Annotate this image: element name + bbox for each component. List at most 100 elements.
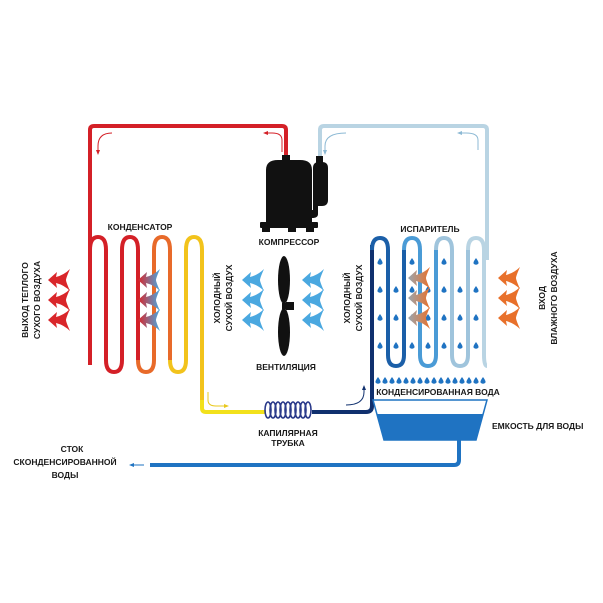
flow-arrow-icon: [263, 131, 268, 135]
evaporator-label: ИСПАРИТЕЛЬ: [400, 224, 459, 234]
flow-arrow-icon: [97, 132, 113, 152]
humid-air-arrow-icon: [408, 267, 430, 289]
fan-icon: [278, 256, 294, 356]
hot-discharge-pipe: [88, 124, 288, 365]
warm-out-label-line1: ВЫХОД ТЕПЛОГО: [20, 262, 30, 338]
drain-label-line1: СТОК: [61, 444, 85, 454]
water-drop-icon: [459, 377, 465, 384]
warm-air-arrow-icon: [48, 269, 70, 291]
capillary-label-line2: ТРУБКА: [271, 438, 304, 448]
coil-icon: [264, 401, 312, 419]
drain-pipe: [150, 440, 461, 467]
compressor-icon: [260, 155, 328, 232]
drain-label-line2: СКОНДЕНСИРОВАННОЙ: [13, 456, 116, 467]
water-drop-icon: [480, 377, 486, 384]
water-drop-icon: [445, 377, 451, 384]
water-drop-icon: [473, 286, 479, 293]
flow-arrow-icon: [207, 392, 226, 407]
flow-arrow-icon: [362, 385, 366, 390]
water-drop-icon: [377, 342, 383, 349]
water-drop-icon: [473, 258, 479, 265]
water-tank-icon: [372, 399, 488, 441]
condenser-coil: [88, 234, 204, 405]
cold-air-arrow-icon: [242, 269, 264, 291]
water-drop-icon: [382, 377, 388, 384]
water-drop-icon: [409, 286, 415, 293]
water-drop-icon: [457, 286, 463, 293]
water-drop-icon: [473, 342, 479, 349]
cold-dry-left-label-line2: СУХОЙ ВОЗДУХ: [223, 264, 234, 331]
airflow-arrows: [48, 267, 520, 331]
cold-air-arrow-icon: [302, 309, 324, 331]
water-drop-icon: [457, 342, 463, 349]
water-drop-icon: [417, 377, 423, 384]
water-drop-icon: [473, 314, 479, 321]
condenser-label: КОНДЕНСАТОР: [108, 222, 173, 232]
water-drop-icon: [409, 342, 415, 349]
water-drop-icon: [425, 314, 431, 321]
humid-air-arrow-icon: [498, 307, 520, 329]
humid-air-arrow-icon: [408, 287, 430, 309]
water-drop-icon: [393, 286, 399, 293]
water-drop-icon: [375, 377, 381, 384]
cold-dry-right-label-line2: СУХОЙ ВОЗДУХ: [353, 264, 364, 331]
cold-air-arrow-icon: [302, 269, 324, 291]
mixed-air-arrow-icon: [138, 309, 160, 331]
capillary-label-line1: КАПИЛЯРНАЯ: [258, 428, 318, 438]
humid-in-label-line1: ВХОД: [537, 286, 547, 310]
drain-label-line3: ВОДЫ: [52, 470, 79, 480]
humid-air-arrow-icon: [498, 287, 520, 309]
water-drop-icon: [410, 377, 416, 384]
fan-label: ВЕНТИЛЯЦИЯ: [256, 362, 316, 372]
water-drop-icon: [377, 286, 383, 293]
flow-arrow-icon: [224, 404, 229, 408]
water-drop-icon: [431, 377, 437, 384]
flow-arrow-icon: [96, 150, 100, 155]
flow-arrow-icon: [457, 131, 462, 135]
water-drop-icon: [424, 377, 430, 384]
water-drop-icon: [473, 377, 479, 384]
flow-arrow-icon: [324, 132, 347, 152]
mixed-air-arrow-icon: [138, 269, 160, 291]
water-drop-icon: [393, 314, 399, 321]
water-drop-icon: [396, 377, 402, 384]
mixed-air-arrow-icon: [138, 289, 160, 311]
water-drop-icon: [389, 377, 395, 384]
water-drop-icon: [403, 377, 409, 384]
suction-pipe: [318, 124, 489, 260]
evaporator-coil: [370, 235, 488, 369]
cold-air-arrow-icon: [242, 309, 264, 331]
compressor-label: КОМПРЕССОР: [259, 237, 320, 247]
cold-dry-right-label-line1: ХОЛОДНЫЙ: [341, 273, 352, 324]
water-drop-icon: [457, 314, 463, 321]
warm-air-arrow-icon: [48, 289, 70, 311]
cold-air-arrow-icon: [242, 289, 264, 311]
drain-arrow-icon: [129, 463, 134, 467]
water-drop-icon: [441, 286, 447, 293]
warm-air-arrow-icon: [48, 309, 70, 331]
cold-air-arrow-icon: [302, 289, 324, 311]
water-drop-icon: [377, 314, 383, 321]
water-drop-icon: [441, 342, 447, 349]
water-tank-label: ЕМКОСТЬ ДЛЯ ВОДЫ: [492, 421, 583, 431]
water-drop-icon: [441, 314, 447, 321]
cold-dry-left-label-line1: ХОЛОДНЫЙ: [211, 273, 222, 324]
water-drop-icon: [438, 377, 444, 384]
water-drop-icon: [377, 258, 383, 265]
water-drop-icon: [393, 342, 399, 349]
humid-air-arrow-icon: [498, 267, 520, 289]
flow-arrow-icon: [323, 150, 327, 155]
warm-out-label-line2: СУХОГО ВОЗДУХА: [32, 261, 42, 339]
water-drop-icon: [409, 258, 415, 265]
water-drop-icon: [466, 377, 472, 384]
flow-arrow-icon: [345, 388, 365, 406]
flow-arrow-icon: [266, 132, 283, 152]
liquid-line: [200, 400, 266, 414]
evaporator-inlet-line: [312, 245, 374, 414]
humid-air-arrow-icon: [408, 307, 430, 329]
water-drop-icon: [425, 342, 431, 349]
humid-in-label-line2: ВЛАЖНОГО ВОЗДУХА: [549, 251, 559, 344]
condensed-water-label: КОНДЕНСИРОВАННАЯ ВОДА: [376, 387, 500, 397]
flow-arrow-icon: [460, 132, 479, 150]
